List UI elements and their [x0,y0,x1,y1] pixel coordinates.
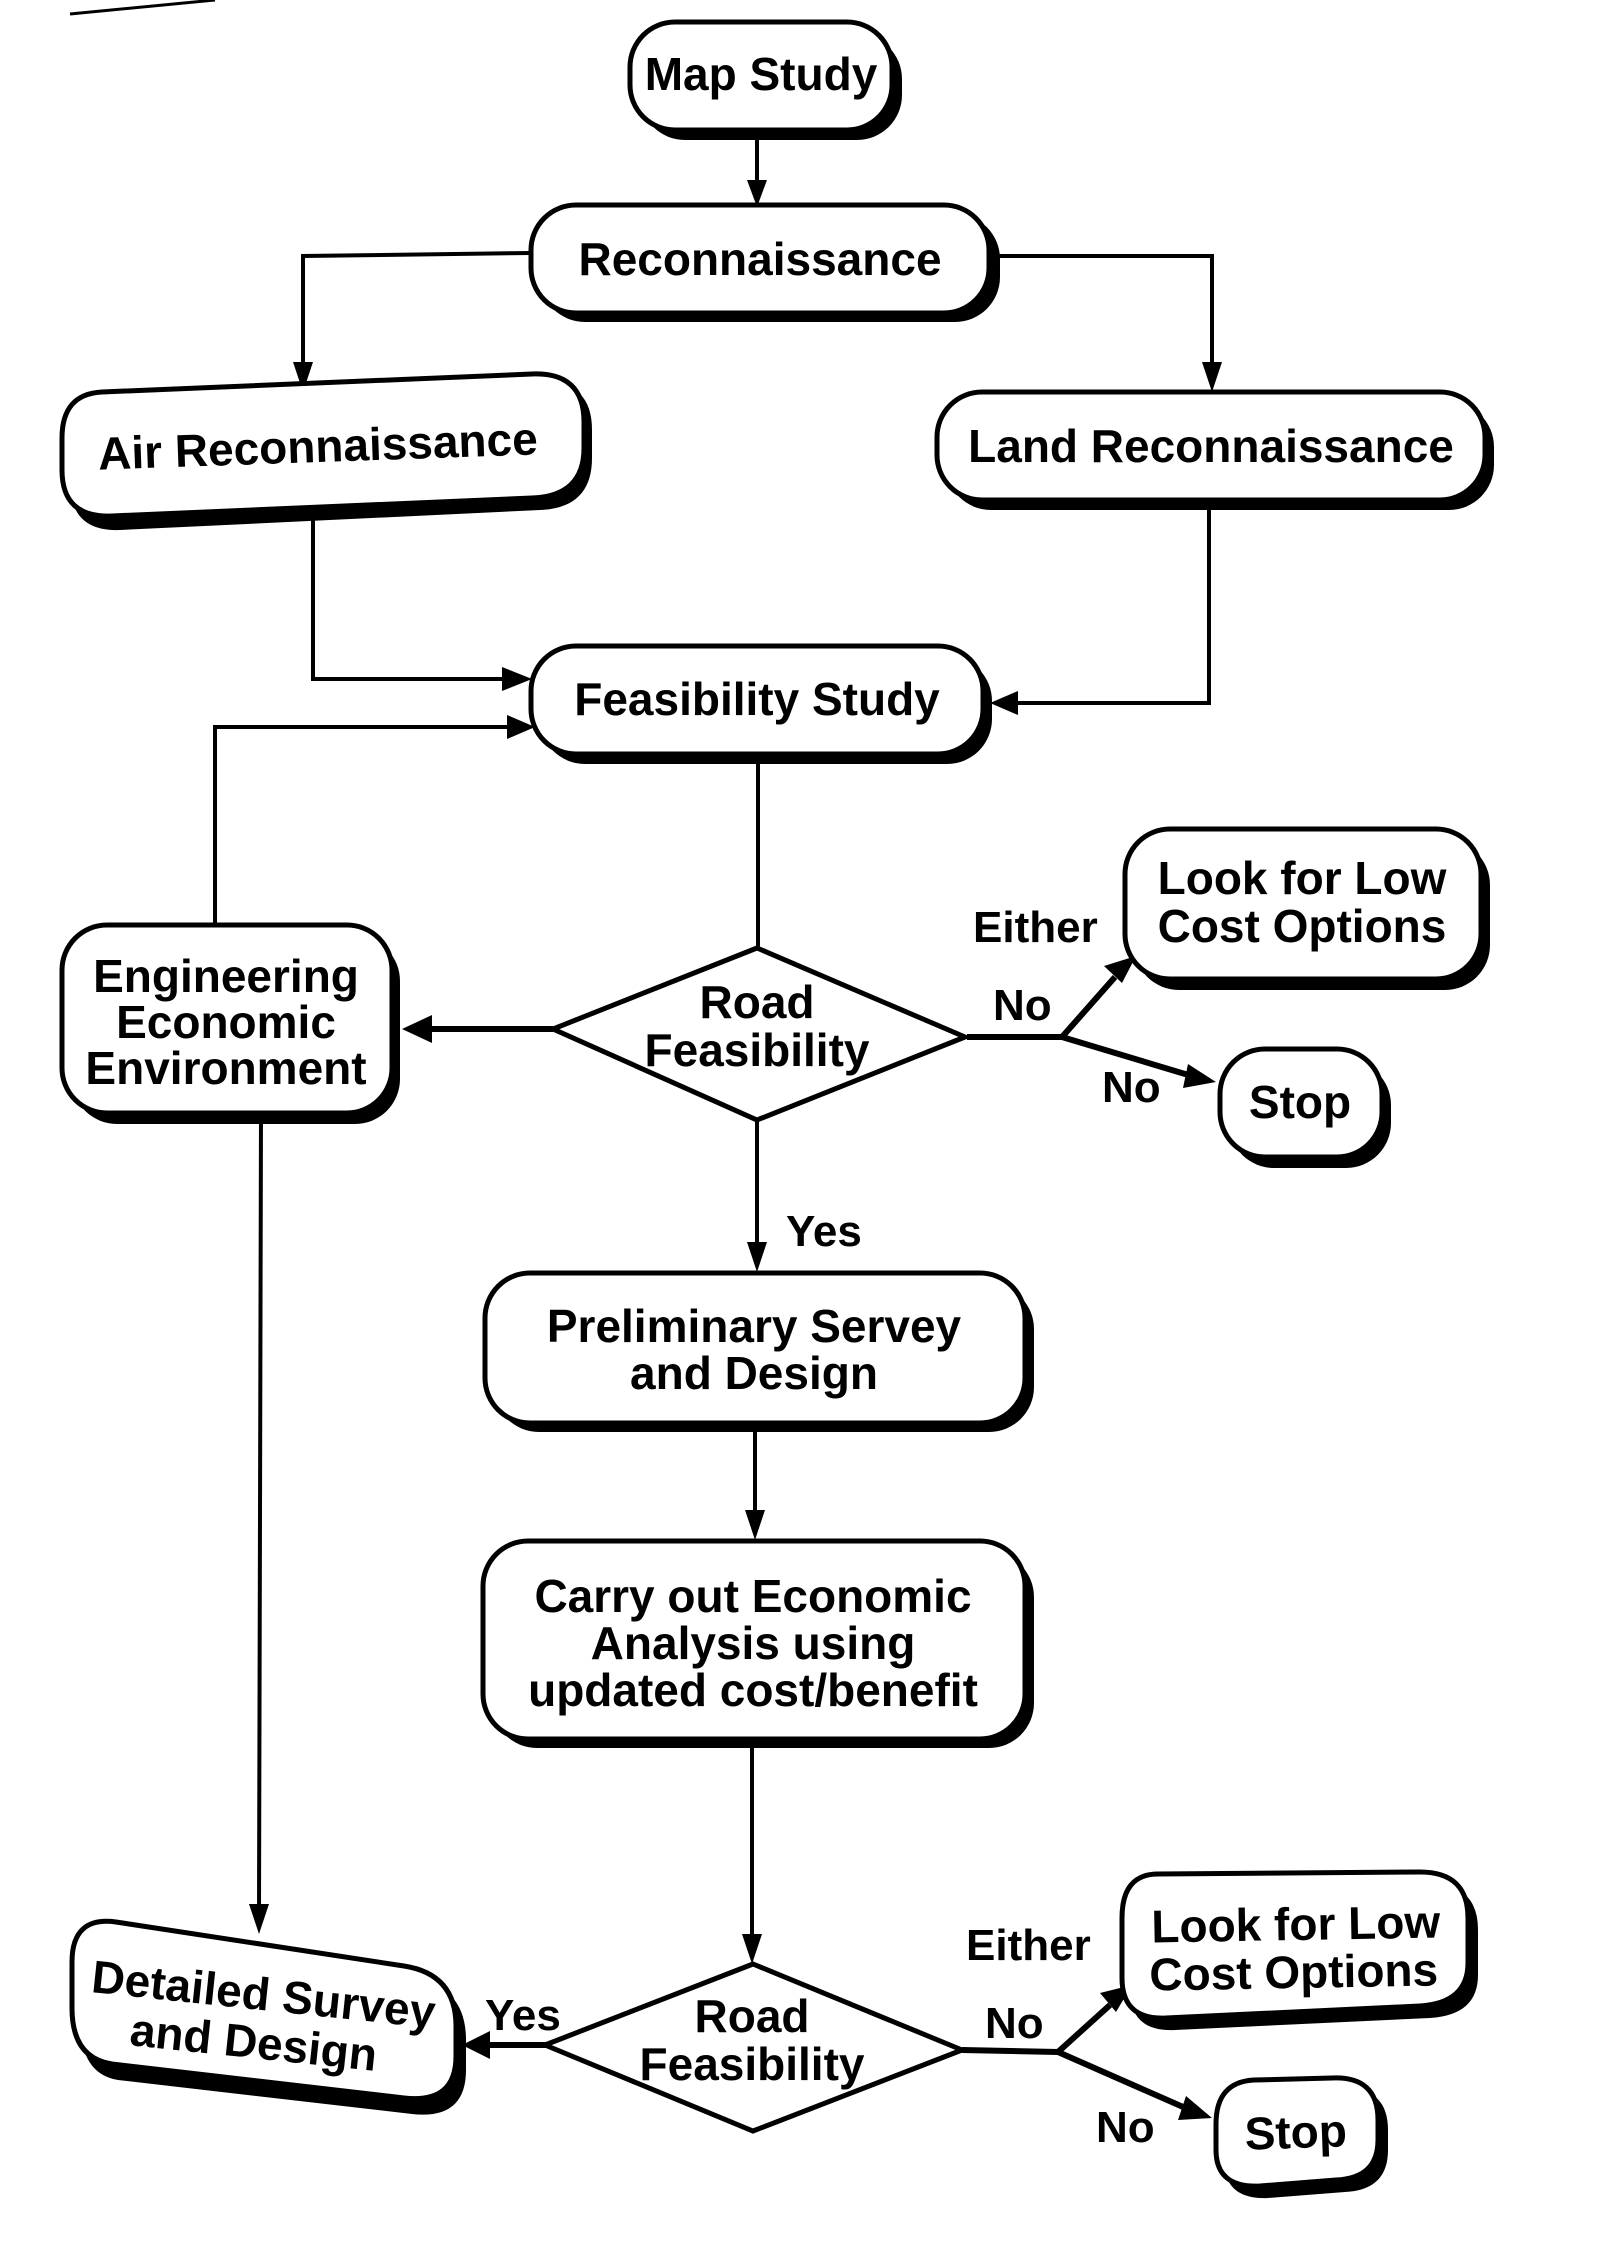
node-label: Look for Low [1151,1895,1441,1952]
arrowhead [249,1904,269,1934]
node-land-reconnaissance: Land Reconnaissance [934,389,1494,510]
edge-road2-no-branch [961,2047,1059,2055]
node-box [1122,826,1484,982]
arrowhead [1183,1064,1216,1088]
node-box [1119,1869,1471,2021]
arrowhead [462,2031,490,2059]
label-no-stop-1: No [1102,1063,1161,1112]
label-no-lowcost-1: No [993,981,1052,1030]
arrowhead [502,667,532,691]
decision-diamond [538,1961,969,2134]
node-air-reconnaissance: Air Reconnaissance [59,371,592,531]
arrowhead [1104,956,1136,983]
node-label: Look for Low [1158,852,1447,904]
node-preliminary-survey: Preliminary Servey and Design [482,1270,1034,1432]
edge-road1-to-stop [1061,1034,1196,1080]
node-label: Environment [85,1042,366,1094]
node-label: Preliminary Servey [547,1300,962,1352]
edge-road2-to-stop [1056,2049,1192,2113]
node-box [528,643,986,757]
arrowhead [293,362,313,392]
node-box [1213,2075,1381,2189]
arrowhead [745,1510,765,1540]
node-box [59,371,587,519]
node-box [934,389,1488,503]
node-box [528,202,992,316]
arrowhead [1178,2096,1212,2120]
label-no-lowcost-2: No [985,1999,1044,2048]
arrowhead [1202,362,1222,392]
node-detailed-survey: Detailed Survey and Design [69,1918,466,2115]
edge-air-to-feasibility [311,505,510,681]
node-label: Engineering [93,950,359,1002]
node-road-feasibility-1: Road Feasibility [546,945,972,1123]
arrowhead [747,1242,767,1272]
edge-labels: Either No No Yes Either No No Yes [485,903,1161,2152]
decision-diamond [546,945,972,1123]
node-label: Cost Options [1149,1943,1439,2000]
edge-engineering-to-detailed [257,1111,263,1913]
arrowhead [747,180,767,207]
arrowhead [402,1015,432,1043]
edge-recon-to-land [990,254,1214,372]
node-economic-analysis: Carry out Economic Analysis using update… [480,1538,1034,1748]
node-box [69,1918,459,2102]
node-label: Map Study [645,48,878,100]
node-box [1217,1046,1385,1160]
arrowhead [990,691,1018,715]
node-label: Feasibility [645,1024,870,1076]
node-reconnaissance: Reconnaissance [528,202,1000,322]
label-no-stop-2: No [1096,2103,1155,2152]
node-label: Stop [1244,2104,1348,2160]
node-low-cost-options-1: Look for Low Cost Options [1122,826,1490,990]
arrowhead [742,1934,762,1964]
label-yes-2: Yes [485,1991,561,2040]
arrowhead [507,715,535,739]
node-box [59,922,395,1116]
node-box [627,19,895,133]
node-engineering-economic-environment: Engineering Economic Environment [59,922,400,1124]
node-label: Cost Options [1158,900,1447,952]
label-either-1: Either [973,903,1098,952]
node-label: updated cost/benefit [528,1664,978,1716]
node-label: Road [700,976,815,1028]
node-label: and Design [630,1347,878,1399]
node-box [480,1538,1028,1742]
node-label: Feasibility Study [574,673,940,725]
edge-road2-to-lowcost [1055,2002,1113,2055]
node-low-cost-options-2: Look for Low Cost Options [1119,1869,1478,2031]
node-label: Stop [1249,1076,1351,1128]
node-map-study: Map Study [627,19,902,140]
node-label: Reconnaissance [578,233,941,285]
node-label: Road [695,1990,810,2042]
node-feasibility-study: Feasibility Study [528,643,992,764]
label-either-2: Either [966,1921,1091,1970]
node-stop-1: Stop [1217,1046,1391,1168]
node-label: Carry out Economic [534,1570,971,1622]
edge-recon-to-air [301,251,532,372]
node-label: Economic [116,996,336,1048]
node-label: Feasibility [640,2038,865,2090]
node-label: Land Reconnaissance [968,420,1454,472]
edge-land-to-feasibility [1010,507,1211,705]
edge-engineering-to-feasibility [213,725,515,925]
node-stop-2: Stop [1213,2075,1388,2199]
scan-mark [69,0,216,16]
node-box [482,1270,1028,1426]
edge-road1-to-lowcost [1059,975,1118,1039]
node-road-feasibility-2: Road Feasibility [538,1961,969,2134]
node-label: Analysis using [591,1617,916,1669]
label-yes-1: Yes [786,1207,862,1256]
